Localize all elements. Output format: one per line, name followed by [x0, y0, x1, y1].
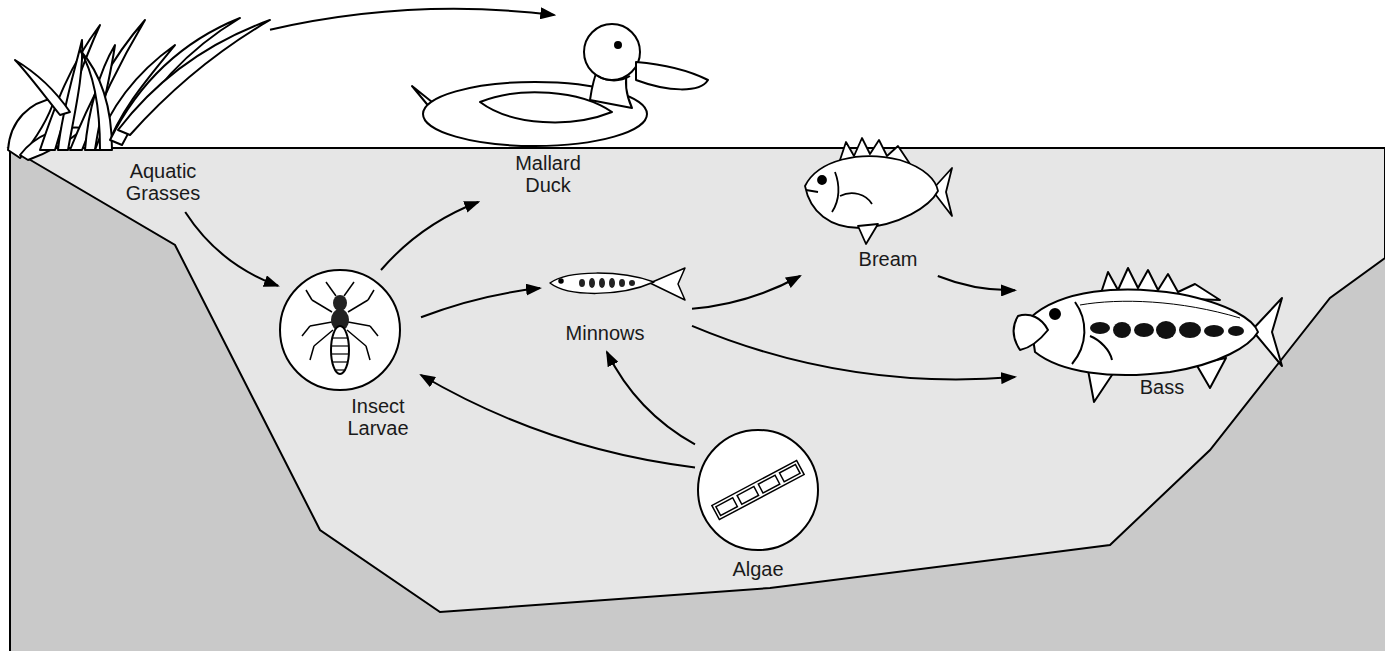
food-arrow: [692, 326, 1015, 380]
food-arrow: [381, 202, 478, 270]
bass-drawing: [1014, 268, 1282, 402]
organism-node: Insect Larvae: [278, 270, 421, 445]
organism-node: Minnows: [540, 262, 692, 352]
larvae-drawing: [280, 270, 400, 390]
organism-label: Insect Larvae: [338, 395, 418, 439]
grass-drawing: [8, 18, 270, 160]
food-arrow: [692, 276, 800, 309]
algae-drawing: [698, 430, 818, 550]
bank-edge: [9, 148, 11, 651]
pond-bank: [10, 148, 1385, 651]
organism-node: Aquatic Grasses: [5, 5, 270, 212]
organism-node: Algae: [695, 428, 822, 592]
organism-label: Aquatic Grasses: [113, 160, 213, 204]
minnow-drawing: [550, 268, 685, 300]
food-arrow: [421, 375, 695, 467]
bream-drawing: [805, 138, 952, 244]
organism-label: Mallard Duck: [502, 152, 594, 196]
organism-label: Minnows: [566, 322, 645, 344]
food-arrow: [607, 352, 695, 444]
food-arrow: [185, 212, 278, 286]
pond-water: [10, 148, 1385, 612]
food-arrow: [270, 9, 554, 30]
food-arrow: [421, 288, 540, 317]
organism-node: Mallard Duck: [420, 15, 712, 202]
organism-label: Bream: [859, 248, 918, 270]
organism-label: Bass: [1140, 376, 1184, 398]
food-arrow: [938, 276, 1015, 290]
organism-node: Bass: [1015, 265, 1285, 405]
organism-label: Algae: [732, 558, 783, 580]
water-surface: [10, 147, 1385, 149]
organism-node: Bream: [790, 138, 958, 276]
duck-drawing: [412, 24, 708, 146]
